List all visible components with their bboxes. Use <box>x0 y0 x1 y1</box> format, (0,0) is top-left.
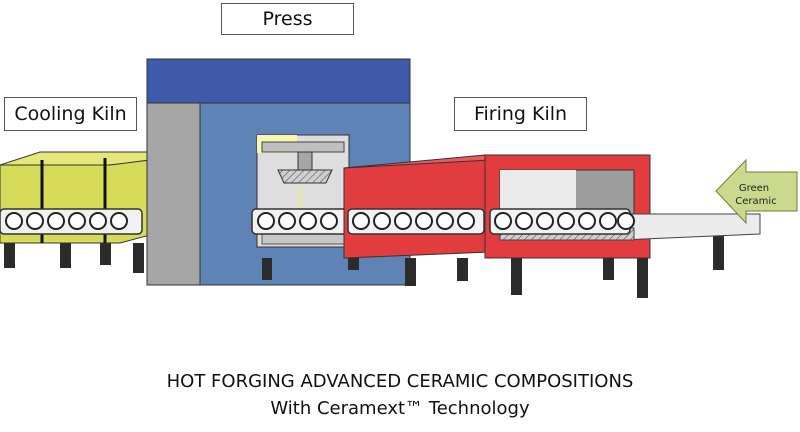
kiln-leg <box>603 258 614 280</box>
green-ceramic-label-line1: Green <box>739 183 769 194</box>
kiln-leg <box>457 258 468 281</box>
kiln-leg <box>133 243 144 273</box>
press-label: Press <box>221 3 354 35</box>
green-ceramic-label-line2: Ceramic <box>735 196 776 207</box>
roller-icon <box>5 212 128 230</box>
firing-kiln-label: Firing Kiln <box>454 97 587 131</box>
kiln-leg <box>713 233 724 270</box>
caption-subtitle: With Ceramext™ Technology <box>270 398 530 419</box>
caption-title: HOT FORGING ADVANCED CERAMIC COMPOSITION… <box>166 371 634 392</box>
firing-kiln <box>343 154 761 298</box>
roller-icon <box>494 212 635 230</box>
roller-icon <box>257 212 338 230</box>
kiln-leg <box>60 243 71 268</box>
cooling-kiln <box>0 151 151 273</box>
kiln-leg <box>405 258 416 286</box>
kiln-leg <box>511 258 522 295</box>
kiln-leg <box>100 243 111 265</box>
roller-icon <box>352 212 475 230</box>
kiln-leg <box>637 240 648 298</box>
arrow-left-icon: Green Ceramic <box>715 158 798 225</box>
cooling-kiln-label: Cooling Kiln <box>4 97 137 131</box>
kiln-leg <box>348 252 359 270</box>
press-leg <box>262 258 272 280</box>
kiln-leg <box>4 243 15 268</box>
